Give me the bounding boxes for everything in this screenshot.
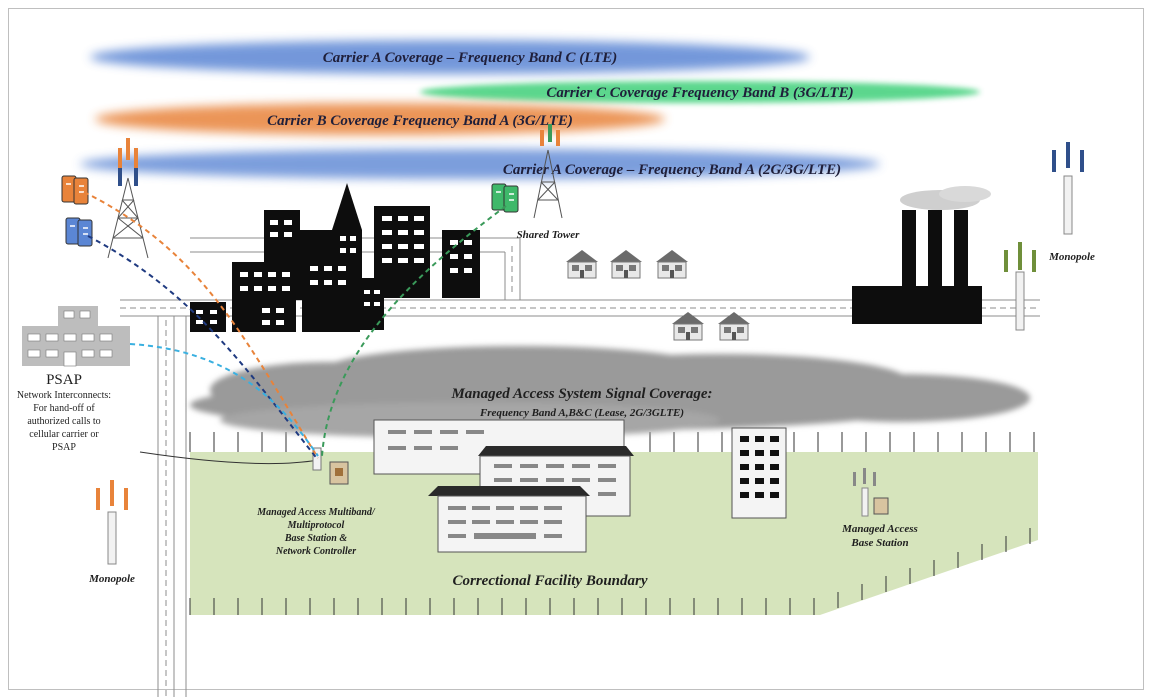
managed-access-bs-label: Managed Access Base Station (841, 523, 918, 549)
houses (565, 249, 751, 341)
psap-description: Network Interconnects: For hand-off of a… (17, 390, 111, 453)
band-label-b-a: Carrier B Coverage Frequency Band A (3G/… (267, 113, 573, 129)
monopole-right-label: Monopole (1048, 251, 1095, 263)
base-station-controller-icon (312, 447, 349, 485)
band-carrier-c-band-b: Carrier C Coverage Frequency Band B (3G/… (420, 81, 980, 103)
shared-tower-label: Shared Tower (517, 229, 581, 241)
prison-building-icon (373, 419, 634, 553)
band-carrier-b-band-a: Carrier B Coverage Frequency Band A (3G/… (95, 103, 665, 135)
psap-desc-line: For hand-off of (33, 403, 95, 414)
psap-desc-line: Network Interconnects: (17, 390, 111, 401)
monopole-antenna-icon (1052, 142, 1084, 235)
psap-title: PSAP (46, 372, 82, 388)
connection-curve (139, 451, 319, 465)
band-label-a-c: Carrier A Coverage – Frequency Band C (L… (323, 50, 618, 66)
psap-desc-line: authorized calls to (27, 416, 100, 427)
monopole-left-label: Monopole (88, 573, 135, 585)
correctional-facility-area (189, 432, 1038, 615)
link-carrier-a (87, 235, 319, 461)
link-carrier-c (321, 205, 507, 457)
monopole-antenna-icon (1004, 242, 1036, 331)
base-station-controller-label: Managed Access Multiband/ Multiprotocol … (256, 507, 376, 557)
mabs-line: Base Station (850, 537, 908, 549)
mas-title: Managed Access System Signal Coverage: (450, 386, 712, 402)
monopole-antenna-icon (96, 480, 128, 565)
psap-desc-line: PSAP (52, 442, 76, 453)
house-icon (609, 249, 643, 279)
radio-unit-icon (65, 217, 93, 247)
radio-unit-icon (61, 175, 89, 205)
house-icon (565, 249, 599, 279)
bs-controller-line: Multiprotocol (287, 520, 345, 531)
link-carrier-b (83, 191, 319, 459)
city-buildings (190, 183, 480, 332)
house-icon (655, 249, 689, 279)
interconnect-links (83, 191, 507, 461)
bs-controller-line: Base Station & (284, 533, 347, 544)
managed-access-base-station-icon (853, 468, 889, 517)
office-building-icon (22, 306, 130, 367)
shared-tower-icon (533, 124, 563, 219)
band-carrier-a-band-c: Carrier A Coverage – Frequency Band C (L… (90, 40, 810, 74)
bs-controller-line: Network Controller (275, 546, 356, 557)
band-carrier-a-band-a: Carrier A Coverage – Frequency Band A (2… (80, 149, 880, 179)
link-psap (129, 343, 319, 457)
band-label-c-b: Carrier C Coverage Frequency Band B (3G/… (546, 85, 853, 101)
factory-icon (852, 186, 991, 324)
facility-boundary-label: Correctional Facility Boundary (452, 573, 647, 589)
band-label-a-a: Carrier A Coverage – Frequency Band A (2… (503, 162, 841, 178)
mas-subtitle: Frequency Band A,B&C (Lease, 2G/3GLTE) (479, 407, 684, 419)
mabs-line: Managed Access (841, 523, 918, 535)
bs-controller-line: Managed Access Multiband/ (256, 507, 376, 518)
prison-tower-building-icon (731, 427, 787, 519)
diagram-frame (8, 8, 1144, 690)
psap-desc-line: cellular carrier or (29, 429, 99, 440)
